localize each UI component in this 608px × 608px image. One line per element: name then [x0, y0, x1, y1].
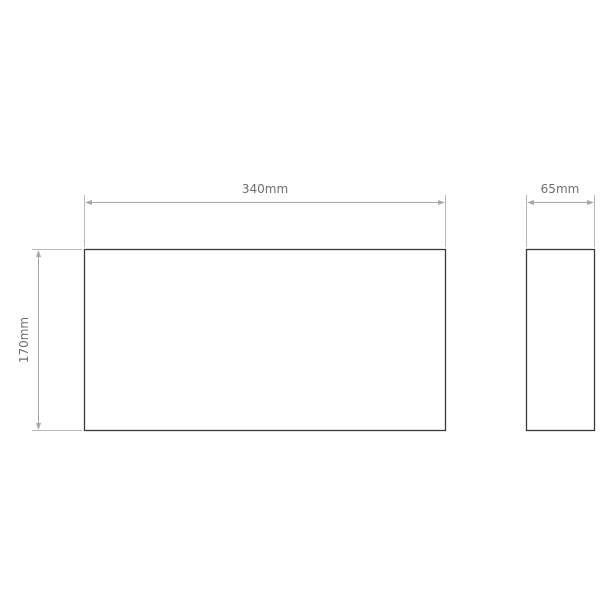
- depth-dimension: 65mm: [526, 182, 595, 247]
- width-dimension-label: 340mm: [242, 182, 288, 196]
- front-view-outline: [83, 248, 447, 432]
- side-view-outline: [525, 248, 596, 432]
- height-dimension-label: 170mm: [17, 317, 31, 363]
- height-dimension: 170mm: [17, 249, 82, 431]
- depth-arrow-right: [587, 200, 594, 205]
- width-arrow-left: [85, 200, 92, 205]
- depth-dimension-label: 65mm: [541, 182, 580, 196]
- depth-arrow-left: [527, 200, 534, 205]
- width-arrow-right: [438, 200, 445, 205]
- height-arrow-bottom: [36, 423, 41, 430]
- height-arrow-top: [36, 250, 41, 257]
- width-dimension: 340mm: [84, 182, 446, 247]
